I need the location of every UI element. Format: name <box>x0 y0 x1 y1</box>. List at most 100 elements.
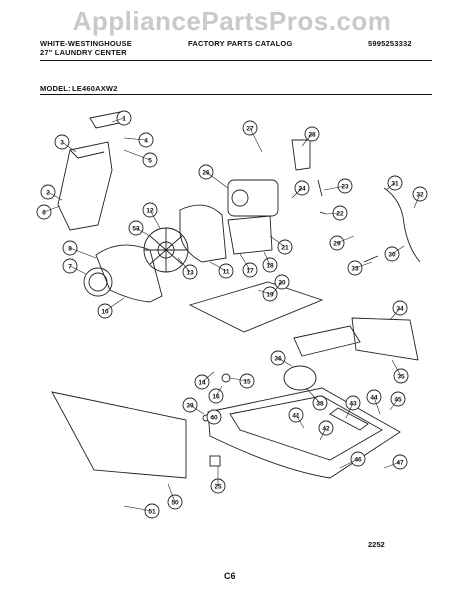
callout-label-19: 19 <box>266 291 274 298</box>
leader-line-39 <box>189 404 205 415</box>
callout-label-21: 21 <box>281 244 289 251</box>
leader-line-33 <box>354 261 373 269</box>
header-rule-bottom <box>40 94 432 95</box>
callout-circle-27 <box>242 120 258 136</box>
rail <box>329 407 369 431</box>
leader-line-1 <box>111 117 125 123</box>
callout-label-42: 42 <box>322 425 330 432</box>
callout-label-43: 43 <box>349 400 357 407</box>
callout-label-45: 45 <box>394 396 402 403</box>
brand-line-1: WHITE-WESTINGHOUSE <box>40 39 132 48</box>
leader-line-6 <box>43 205 61 213</box>
leader-line-41 <box>295 414 305 429</box>
callout-label-32: 32 <box>416 191 424 198</box>
callout-label-28: 28 <box>308 131 316 138</box>
leader-line-31 <box>385 182 396 191</box>
callout-label-36: 36 <box>274 355 282 362</box>
callout-label-40: 40 <box>210 414 218 421</box>
leader-line-32 <box>413 193 421 209</box>
leader-line-10 <box>104 297 125 312</box>
model-number: LE460AXW2 <box>72 84 118 93</box>
front-panel <box>51 391 187 479</box>
callout-label-33: 33 <box>351 265 359 272</box>
leader-line-43 <box>345 402 354 419</box>
leader-line-3 <box>61 141 77 153</box>
blower-ring <box>83 267 113 297</box>
callout-label-30: 30 <box>388 251 396 258</box>
brand-line-2: 27" LAUNDRY CENTER <box>40 48 127 57</box>
leader-line-51 <box>123 505 153 512</box>
catalog-number: 5995253332 <box>368 39 412 48</box>
leader-line-26 <box>205 171 229 189</box>
leader-line-21 <box>269 235 286 248</box>
leader-line-46 <box>339 458 359 469</box>
base-plate <box>188 281 324 333</box>
callout-label-23: 23 <box>341 183 349 190</box>
lower-clip <box>209 455 221 467</box>
callout-label-20: 20 <box>278 279 286 286</box>
callout-label-4: 4 <box>144 137 148 144</box>
callout-label-18: 18 <box>266 262 274 269</box>
page-label: C6 <box>224 571 236 581</box>
leader-line-11 <box>209 261 227 272</box>
leader-line-15 <box>229 377 248 382</box>
control-panel <box>351 317 419 361</box>
leader-line-45 <box>389 398 399 411</box>
drive-motor <box>227 179 279 217</box>
air-duct <box>293 325 361 357</box>
exhaust-chute <box>57 141 113 231</box>
leader-line-5 <box>123 149 151 161</box>
callout-label-24: 24 <box>298 185 306 192</box>
leader-line-24 <box>291 187 303 199</box>
callout-label-39: 39 <box>186 402 194 409</box>
leader-line-47 <box>383 461 401 469</box>
leader-line-18 <box>263 251 271 266</box>
watermark-text: AppliancePartsPros.com <box>72 6 392 36</box>
callout-label-26: 26 <box>202 169 210 176</box>
fan-housing <box>179 204 227 263</box>
drawing-number: 2252 <box>368 540 385 549</box>
leader-line-50 <box>167 483 176 503</box>
leader-line-27 <box>249 127 263 153</box>
callout-label-53: 53 <box>132 225 140 232</box>
leader-line-29 <box>336 235 355 244</box>
leader-line-30 <box>391 245 405 255</box>
callout-label-34: 34 <box>396 305 404 312</box>
heater-bracket <box>291 139 311 171</box>
motor-mount <box>227 215 273 255</box>
leader-line-19 <box>257 289 271 295</box>
leader-line-28 <box>301 133 313 147</box>
callout-label-2: 2 <box>46 189 50 196</box>
callout-label-51: 51 <box>148 508 156 515</box>
leader-line-2 <box>47 191 63 201</box>
callout-label-13: 13 <box>186 269 194 276</box>
header-rule-top <box>40 60 432 61</box>
callout-label-6: 6 <box>42 209 46 216</box>
callout-label-25: 25 <box>214 483 222 490</box>
leader-line-35 <box>391 359 402 377</box>
leader-line-23 <box>323 185 346 191</box>
callout-label-38: 38 <box>316 400 324 407</box>
leader-line-44 <box>373 396 381 415</box>
callout-label-46: 46 <box>354 456 362 463</box>
callout-label-31: 31 <box>391 180 399 187</box>
leader-line-17 <box>239 253 251 271</box>
duct-elbow <box>283 365 317 391</box>
callout-label-22: 22 <box>336 210 344 217</box>
callout-label-11: 11 <box>223 268 230 275</box>
callout-label-3: 3 <box>60 139 64 146</box>
callout-label-14: 14 <box>198 379 206 386</box>
screw-15 <box>221 373 231 383</box>
callout-label-17: 17 <box>246 267 254 274</box>
callout-label-1: 1 <box>122 115 126 122</box>
base-frame <box>207 387 401 479</box>
leader-line-40 <box>209 415 215 418</box>
leader-line-12 <box>149 209 161 229</box>
callout-label-15: 15 <box>243 378 251 385</box>
callout-label-16: 16 <box>212 393 220 400</box>
leader-line-20 <box>271 281 283 295</box>
callout-label-35: 35 <box>397 373 405 380</box>
leader-line-16 <box>215 385 223 397</box>
leader-line-13 <box>177 257 191 273</box>
leader-line-7 <box>69 265 87 275</box>
